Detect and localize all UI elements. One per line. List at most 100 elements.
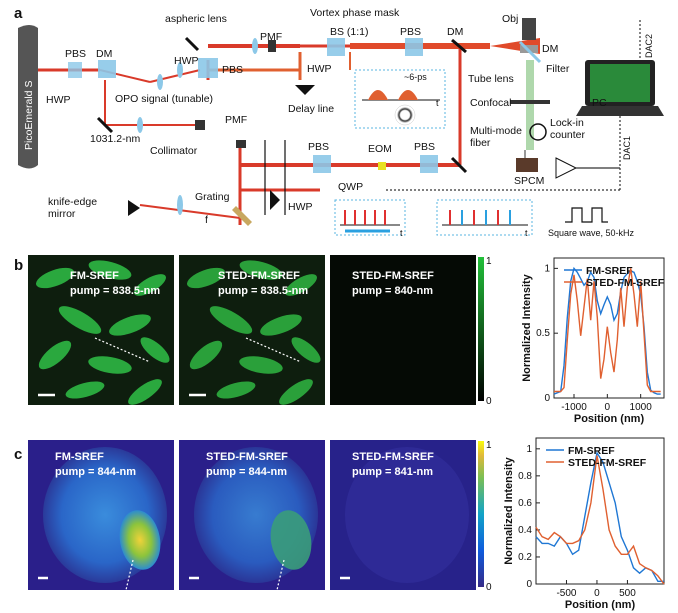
label-bs: BS (1:1) (330, 26, 369, 38)
label-filter: Filter (546, 63, 570, 75)
label-tube: Tube lens (468, 73, 514, 85)
pulse-inset-1 (354, 69, 446, 129)
label-delay: Delay line (288, 103, 334, 115)
label-pmf1: PMF (260, 31, 282, 43)
image-c1-title: FM-SREF (55, 451, 104, 463)
label-hwp3: HWP (307, 63, 332, 75)
label-pbs4: PBS (308, 141, 329, 153)
label-grating: Grating (195, 191, 230, 203)
label-t1: t (436, 98, 439, 108)
colorbar-c-max: 1 (486, 440, 492, 451)
label-hwp2: HWP (174, 55, 199, 67)
label-obj: Obj (502, 13, 518, 25)
chart-c-ytick-label: 0.6 (518, 498, 532, 509)
chart-b-legend-label-2: STED-FM-SREF (586, 277, 665, 289)
label-pmf2: PMF (225, 114, 247, 126)
colorbar-b-min: 0 (486, 396, 492, 407)
label-pbs5: PBS (414, 141, 435, 153)
label-1031nm: 1031.2-nm (90, 133, 140, 145)
chart-c-xtick-label: 500 (619, 588, 636, 599)
colorbar-c: 1 0 (478, 440, 492, 593)
chart-b-xtick-label: 0 (605, 402, 611, 413)
image-b3: STED-FM-SREF pump = 840-nm (330, 255, 476, 405)
image-c1-subtitle: pump = 844-nm (55, 466, 136, 478)
label-pbs2: PBS (222, 64, 243, 76)
chart-b-series-2-line (554, 268, 661, 393)
image-c2: STED-FM-SREF pump = 844-nm (179, 440, 325, 591)
chart-c-xlabel: Position (nm) (565, 599, 636, 611)
label-hwp1: HWP (46, 94, 71, 106)
chart-c-legend-label-1: FM-SREF (568, 445, 615, 457)
image-b1-title: FM-SREF (70, 270, 119, 282)
chart-b-ytick-label: 0 (544, 393, 550, 404)
panel-label-b: b (14, 257, 23, 274)
image-b3-subtitle: pump = 840-nm (352, 285, 433, 297)
label-opo: OPO signal (tunable) (115, 93, 213, 105)
label-pc: PC (592, 97, 607, 109)
laser-source: PicoEmerald S (18, 25, 38, 169)
chart-c-ytick-label: 1 (526, 444, 532, 455)
pc-monitor (576, 60, 664, 116)
label-pbs3: PBS (400, 26, 421, 38)
chart-b-xlabel: Position (nm) (574, 413, 645, 425)
panel-label-c: c (14, 446, 22, 463)
label-spcm: SPCM (514, 175, 544, 187)
label-aspheric: aspheric lens (165, 13, 227, 25)
label-hwp4: HWP (288, 201, 313, 213)
chart-c-ytick-label: 0.2 (518, 552, 532, 563)
chart-b-xtick-label: 1000 (630, 402, 653, 413)
label-f: f (205, 214, 208, 226)
chart-c-ytick-label: 0.8 (518, 471, 532, 482)
label-pulse-delay: ~6-ps (404, 72, 427, 82)
chart-c-xtick-label: -500 (556, 588, 576, 599)
square-wave-icon (565, 207, 608, 223)
image-c1: FM-SREF pump = 844-nm (28, 440, 174, 591)
chart-c-xtick-label: 0 (594, 588, 600, 599)
label-pbs1: PBS (65, 48, 86, 60)
label-qwp: QWP (338, 181, 363, 193)
label-confocal: Confocal (470, 97, 511, 109)
image-b1: FM-SREF pump = 838.5-nm (28, 255, 174, 405)
image-b2-subtitle: pump = 838.5-nm (218, 285, 308, 297)
panel-label-a: a (14, 5, 23, 22)
chart-b-ytick-label: 0.5 (536, 328, 550, 339)
label-square-wave: Square wave, 50-kHz (548, 228, 635, 238)
chart-b-xtick-label: -1000 (561, 402, 587, 413)
label-t3: t (525, 228, 528, 238)
pulse-inset-3 (436, 199, 533, 236)
label-vortex: Vortex phase mask (310, 7, 400, 19)
label-dm2: DM (447, 26, 463, 38)
chart-c-ytick-label: 0.4 (518, 525, 532, 536)
label-dac1: DAC1 (622, 136, 632, 160)
image-c3-title: STED-FM-SREF (352, 451, 434, 463)
image-c3-subtitle: pump = 841-nm (352, 466, 433, 478)
label-t2: t (400, 228, 403, 238)
image-b2: STED-FM-SREF pump = 838.5-nm (179, 255, 325, 405)
label-eom: EOM (368, 143, 392, 155)
panel-a-labels: HWP PBS DM OPO signal (tunable) HWP PBS … (46, 7, 654, 238)
chart-c-legend-label-2: STED-FM-SREF (568, 457, 647, 469)
label-dac2: DAC2 (644, 34, 654, 58)
pulse-inset-2 (334, 199, 406, 236)
image-c2-subtitle: pump = 844-nm (206, 466, 287, 478)
image-b2-title: STED-FM-SREF (218, 270, 300, 282)
label-dm3: DM (542, 43, 558, 55)
label-collimator: Collimator (150, 145, 198, 157)
chart-c-ylabel: Normalized Intensity (503, 456, 515, 564)
colorbar-b: 1 0 (478, 256, 492, 407)
optics (68, 18, 578, 226)
colorbar-c-min: 0 (486, 582, 492, 593)
chart-c-ytick-label: 0 (526, 579, 532, 590)
chart-b-ylabel: Normalized Intensity (521, 273, 533, 381)
chart-b-ytick-label: 1 (544, 263, 550, 274)
label-dm1: DM (96, 48, 112, 60)
chart-c-series-1-line (535, 451, 664, 582)
image-b1-subtitle: pump = 838.5-nm (70, 285, 160, 297)
image-c3: STED-FM-SREF pump = 841-nm (330, 440, 476, 590)
